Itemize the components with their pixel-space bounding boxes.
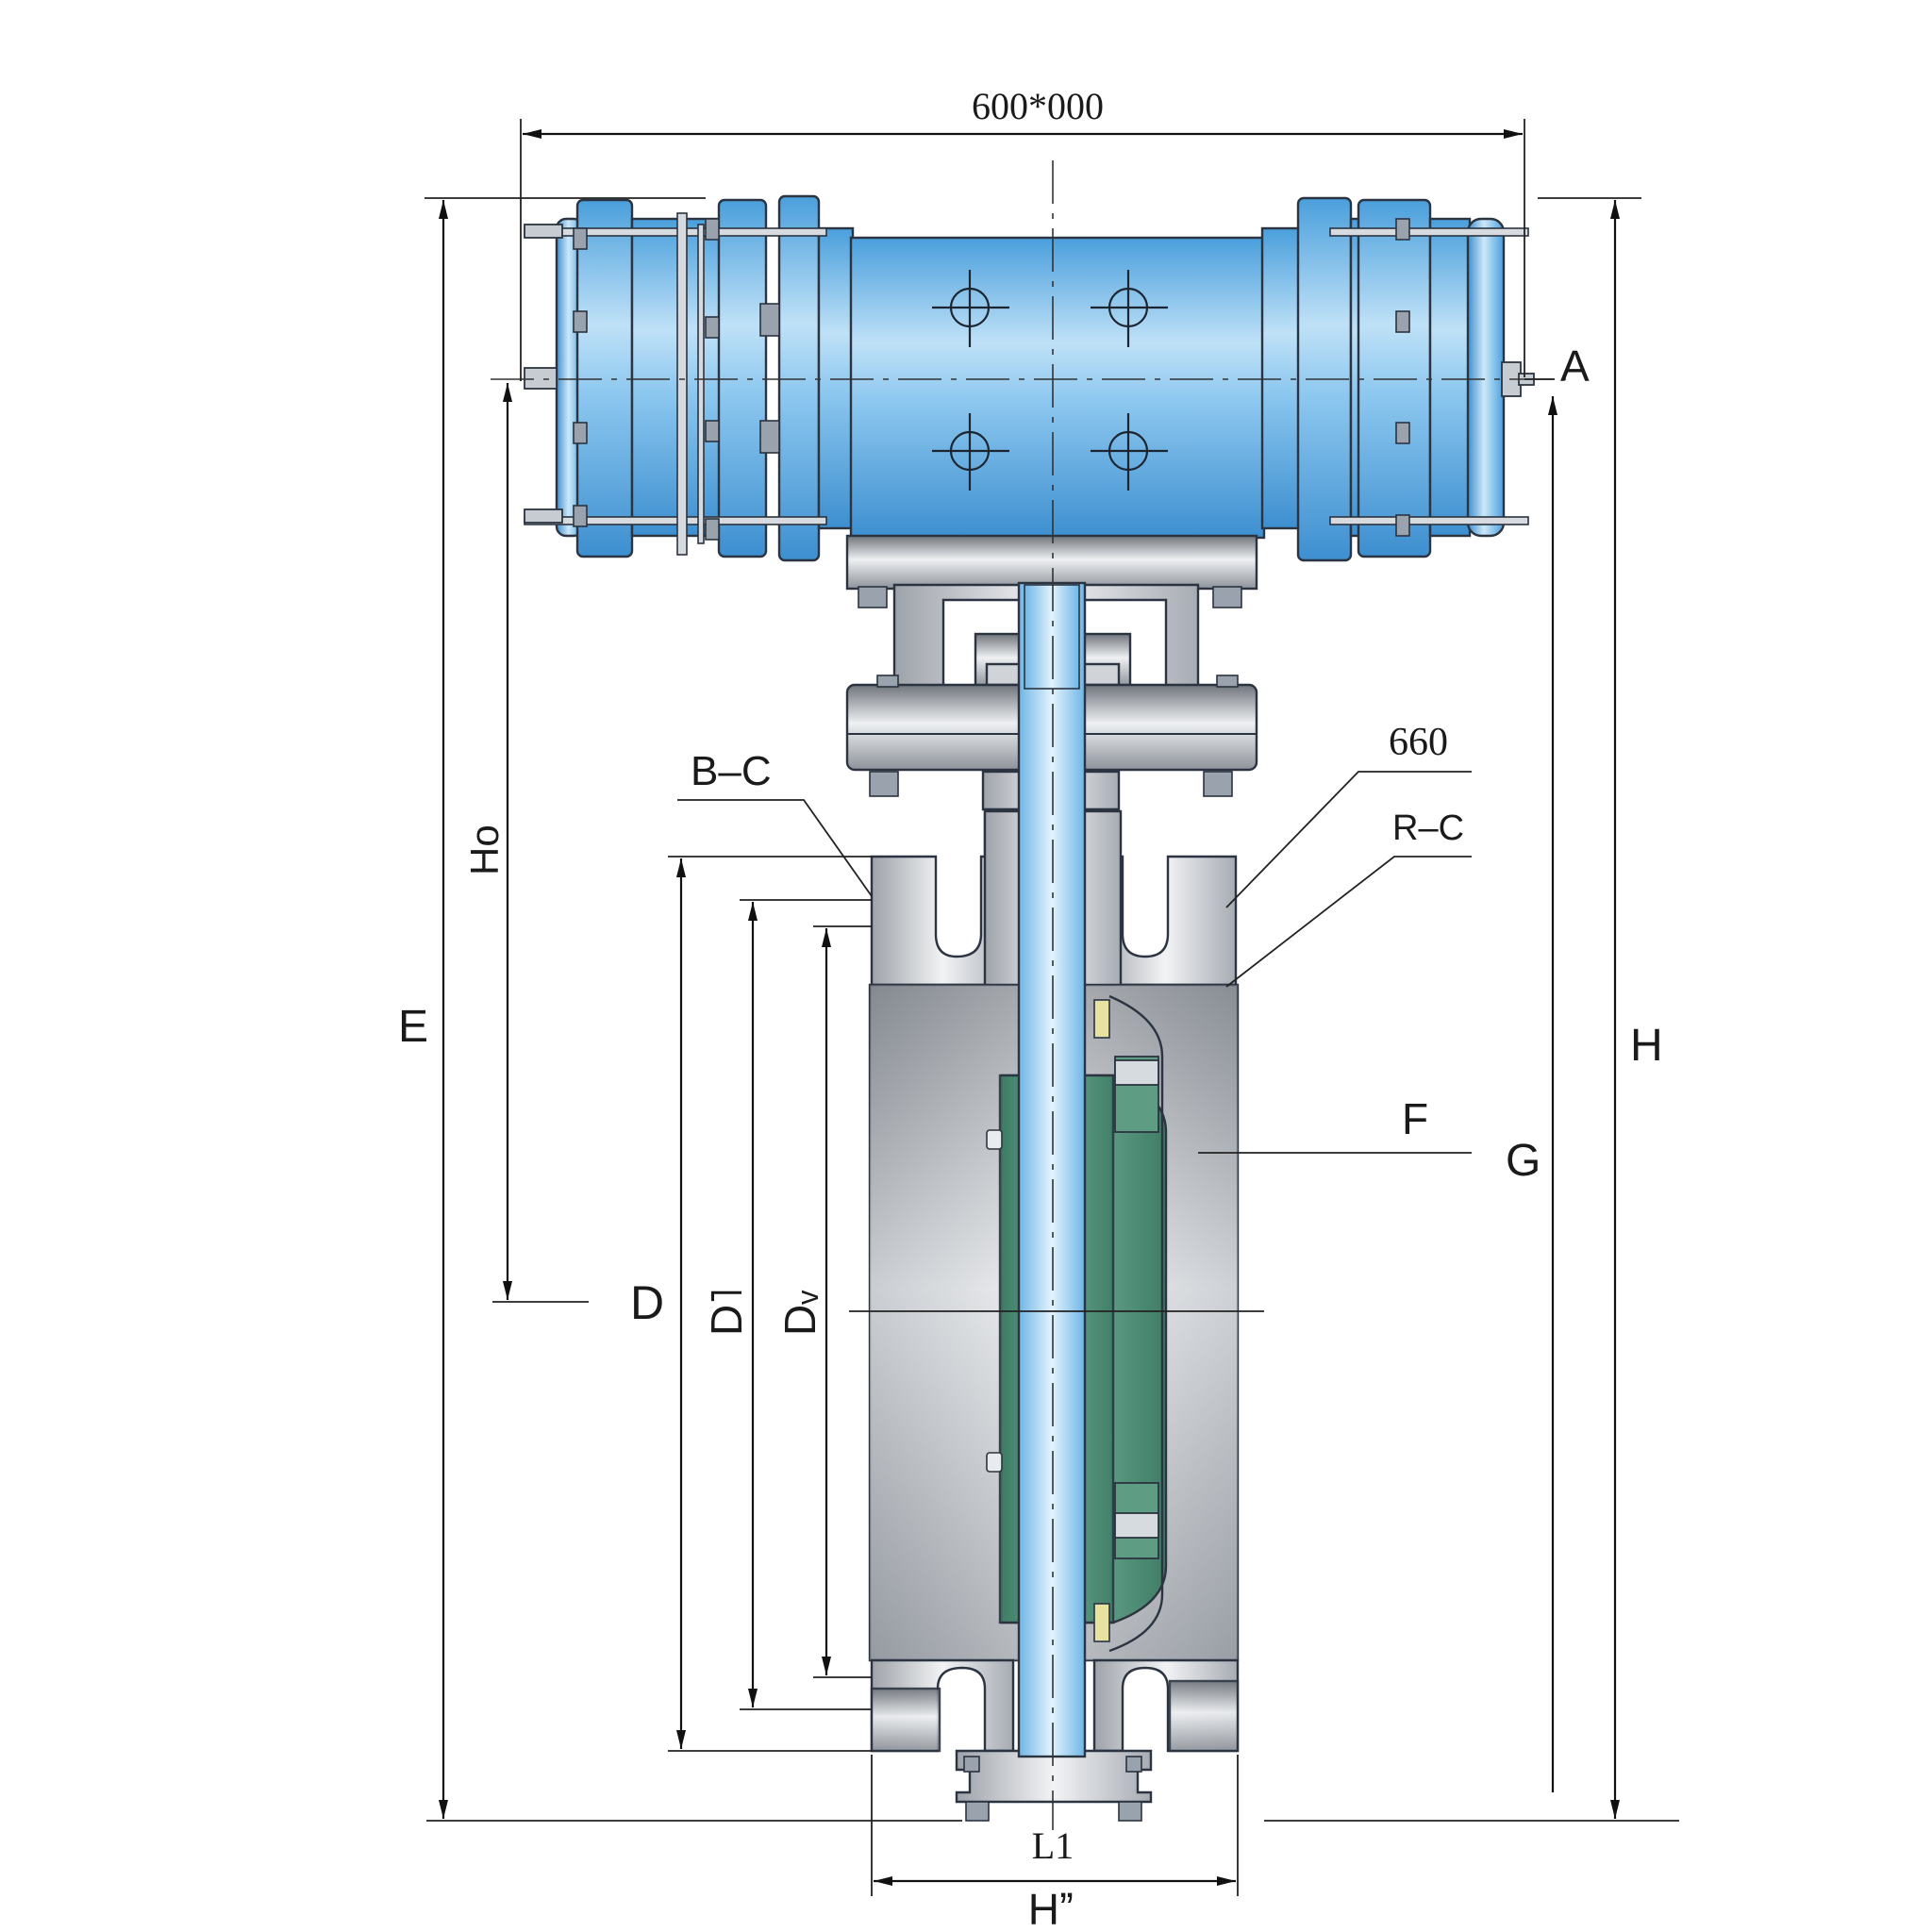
- label-660: 660: [1389, 721, 1448, 764]
- label-l1: L1: [1032, 1824, 1074, 1867]
- actuator-crosshair-marks: [932, 270, 1168, 491]
- actuator-central-body: [849, 236, 1266, 540]
- actuator-left-flange-3: [777, 194, 821, 562]
- label-a: A: [1560, 341, 1590, 391]
- label-top-dimension: 600*000: [972, 85, 1104, 127]
- label-f: F: [1402, 1094, 1428, 1143]
- disc-edge: [1108, 994, 1164, 1653]
- actuator-left-flange-2: [717, 198, 768, 558]
- label-h-prime: Hˮ: [1028, 1885, 1074, 1932]
- valve-stem: [1017, 581, 1087, 1758]
- body-bottom-trunnion: [955, 1749, 1153, 1804]
- label-h: H: [1630, 1021, 1663, 1071]
- dimension-lines: [425, 119, 1679, 1896]
- body-bottom-lug-tab-left: [870, 1687, 941, 1753]
- label-e: E: [398, 1002, 428, 1052]
- disc-seals: [1093, 999, 1110, 1642]
- valve-stem-upper: [1024, 584, 1080, 690]
- actuator: [491, 194, 1566, 562]
- label-d: D: [630, 1276, 664, 1329]
- actuator-right-endcap: [1466, 217, 1506, 538]
- label-b-c: B–C: [691, 748, 772, 794]
- label-r-c: R–C: [1392, 808, 1464, 848]
- label-d1: D˥: [702, 1288, 751, 1336]
- yoke-top-plate: [845, 534, 1258, 591]
- body-bottom-nuts: [963, 1756, 1142, 1822]
- label-g: G: [1506, 1136, 1541, 1186]
- label-ho: Ho: [462, 824, 507, 875]
- disc-bolt-blocks: [1114, 1056, 1159, 1559]
- body-top-lug-left: [870, 855, 1015, 987]
- body-bottom-lug-tab-right: [1168, 1679, 1240, 1753]
- actuator-left-flange-1: [575, 198, 634, 558]
- label-d2: Dᵥ: [775, 1290, 824, 1336]
- actuator-bolts: [573, 218, 1410, 541]
- actuator-right-flange-2: [1357, 198, 1432, 558]
- actuator-left-collar: [817, 226, 855, 530]
- valve-body: [868, 581, 1240, 1822]
- body-top-lug-right: [1092, 855, 1238, 987]
- actuator-right-tierod-section-2: [1428, 217, 1472, 538]
- actuator-right-collar: [1260, 226, 1302, 530]
- stem-pins: [986, 1129, 1003, 1473]
- yoke-nuts: [858, 586, 1242, 797]
